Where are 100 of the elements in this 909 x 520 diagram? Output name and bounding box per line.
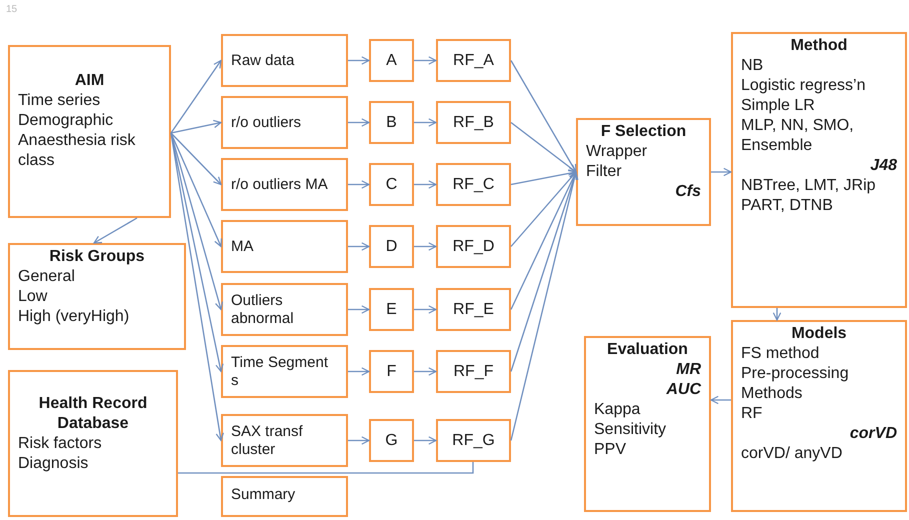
box-text: Time series — [18, 91, 102, 111]
box-text: Pre-processing — [741, 364, 850, 384]
process-box — [369, 350, 414, 393]
box-text: RF — [741, 404, 764, 424]
process-box — [8, 243, 186, 350]
box-text: SAX transf cluster — [231, 422, 304, 458]
box-text: Demographic — [18, 111, 114, 131]
process-box — [436, 101, 511, 144]
process-box — [8, 45, 171, 218]
box-text: NB — [741, 56, 764, 76]
process-box — [221, 220, 348, 273]
process-box — [436, 419, 511, 462]
box-heading: Risk Groups — [48, 247, 146, 267]
box-text: D — [386, 236, 398, 256]
box-text: PPV — [594, 440, 628, 460]
process-box — [221, 96, 348, 149]
arrow — [348, 305, 370, 314]
box-text: E — [386, 300, 397, 320]
box-heading: Evaluation — [606, 340, 689, 360]
box-text: AUC — [665, 380, 701, 400]
box-text: RF_C — [452, 174, 494, 194]
box-text: Low — [18, 287, 48, 307]
box-text: PART, DTNB — [741, 196, 834, 216]
arrow — [711, 168, 732, 176]
box-text: Methods — [741, 384, 804, 404]
box-text: Cfs — [674, 182, 701, 202]
arrow — [772, 308, 782, 321]
process-box — [436, 225, 511, 268]
process-box — [436, 39, 511, 82]
box-text: F — [386, 362, 396, 382]
box-heading: Models — [790, 324, 848, 344]
process-box — [436, 288, 511, 331]
box-text: r/o outliers MA — [231, 176, 329, 194]
box-text: C — [386, 174, 398, 194]
process-box — [369, 39, 414, 82]
arrow — [348, 436, 370, 445]
box-heading: Method — [790, 36, 848, 56]
arrow — [414, 436, 437, 445]
box-text: Raw data — [231, 52, 296, 70]
process-box — [576, 118, 711, 226]
box-text: Outliers abnormal — [231, 292, 295, 328]
process-box — [436, 163, 511, 206]
arrow — [510, 171, 577, 310]
process-box — [221, 34, 348, 87]
arrow — [348, 367, 370, 376]
arrow — [414, 118, 437, 127]
arrow — [170, 132, 222, 248]
box-text: J48 — [869, 156, 897, 176]
arrow — [348, 56, 370, 65]
box-text: Diagnosis — [18, 454, 90, 474]
arrow — [348, 242, 370, 251]
box-text: Time Segment s — [231, 354, 329, 390]
arrow — [510, 122, 577, 173]
box-text: Simple LR — [741, 96, 816, 116]
box-text: Filter — [586, 162, 623, 182]
arrow — [710, 396, 731, 404]
box-text: RF_G — [452, 430, 495, 450]
arrow — [414, 56, 437, 65]
box-text: RF_B — [453, 112, 494, 132]
box-text: Sensitivity — [594, 420, 668, 440]
box-text: High (veryHigh) — [18, 307, 130, 327]
process-box — [221, 345, 348, 398]
box-heading: AIM — [74, 71, 106, 91]
arrow — [93, 217, 138, 244]
box-text: General — [18, 267, 76, 287]
arrow — [414, 180, 437, 189]
process-box — [221, 476, 348, 517]
arrow — [414, 305, 437, 314]
process-box — [584, 336, 711, 512]
arrow — [170, 120, 222, 134]
box-text: RF_E — [453, 300, 494, 320]
arrow — [348, 180, 370, 189]
process-box — [731, 320, 907, 512]
box-text: MA — [231, 238, 254, 256]
arrow — [348, 118, 370, 127]
box-text: MLP, NN, SMO, Ensemble — [741, 116, 855, 156]
process-box — [369, 419, 414, 462]
box-heading: F Selection — [600, 122, 688, 142]
box-text: corVD/ anyVD — [741, 444, 844, 464]
arrow — [170, 60, 222, 134]
process-box — [8, 370, 178, 517]
arrow — [510, 60, 577, 173]
process-box — [221, 158, 348, 211]
process-box — [369, 288, 414, 331]
box-text: G — [385, 430, 398, 450]
arrow — [414, 242, 437, 251]
box-text: corVD — [848, 424, 897, 444]
box-text: Anaesthesia risk class — [18, 131, 136, 171]
box-text: RF_F — [454, 362, 494, 382]
arrow — [170, 132, 222, 186]
arrow — [414, 367, 437, 376]
page-number: 15 — [6, 4, 18, 15]
process-box — [369, 225, 414, 268]
box-heading: Health Record Database — [38, 394, 148, 434]
box-text: RF_D — [452, 236, 494, 256]
process-box — [731, 32, 907, 308]
process-box — [221, 414, 348, 467]
process-box — [221, 283, 348, 336]
box-text: Logistic regress’n — [741, 76, 866, 96]
process-box — [369, 163, 414, 206]
